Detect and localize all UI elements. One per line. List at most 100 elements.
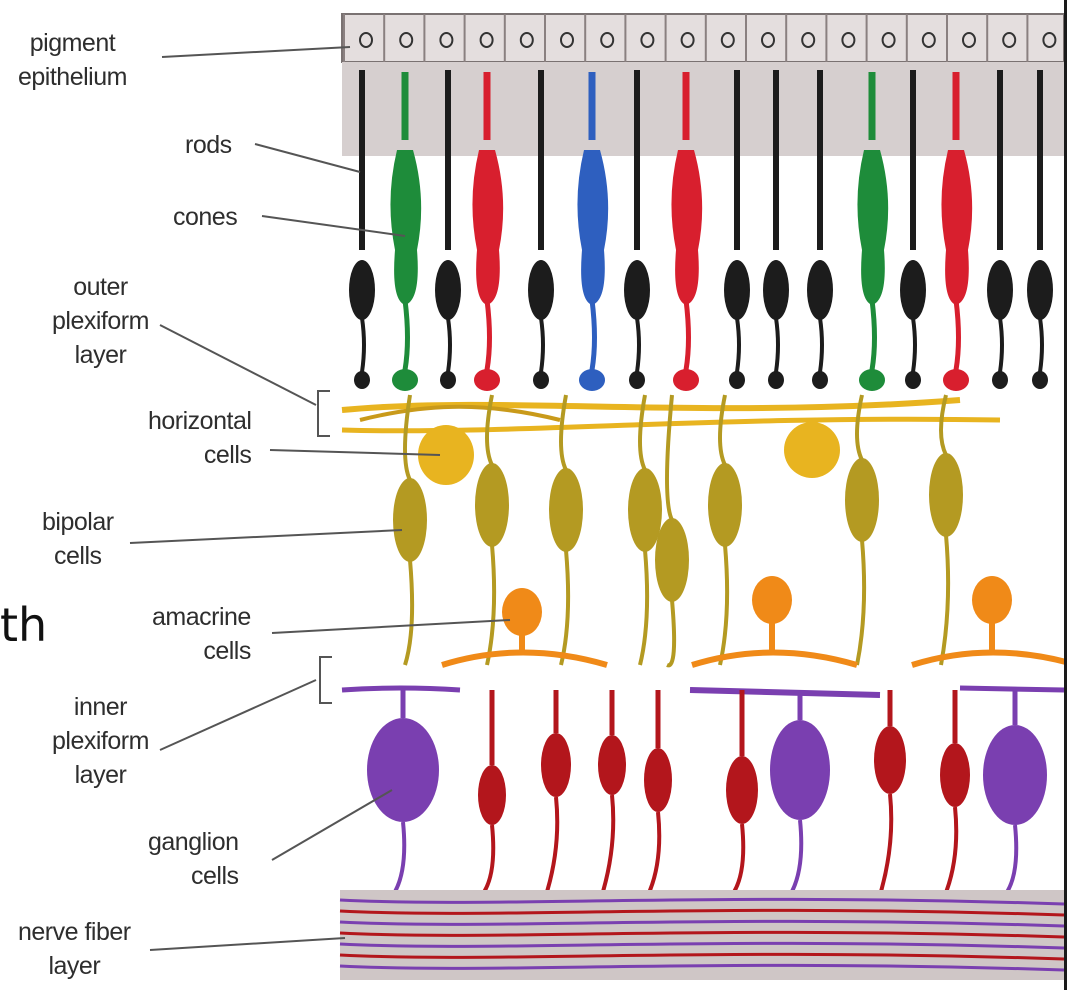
- bipolar-soma: [708, 463, 742, 547]
- rod-terminal: [629, 371, 645, 389]
- label-line: layer: [52, 758, 149, 792]
- ganglion-cell: [541, 690, 571, 895]
- ganglion-soma: [644, 748, 672, 812]
- ganglion-cell: [726, 690, 758, 895]
- label-line: cells: [148, 438, 251, 472]
- label-line: cells: [42, 539, 114, 573]
- rod-terminal: [1032, 371, 1048, 389]
- ganglion-cells-layer: [342, 688, 1064, 895]
- rod-nucleus: [349, 260, 375, 320]
- label-line: amacrine: [152, 600, 251, 634]
- cone-inner-segment: [390, 150, 421, 305]
- cone-pedicle: [673, 369, 699, 391]
- bipolar-axon: [941, 535, 948, 665]
- label-pigment-epithelium: pigment epithelium: [18, 26, 127, 94]
- amacrine-cell: [442, 588, 607, 665]
- bipolar-soma: [845, 458, 879, 542]
- bracket-outer-plexiform: [318, 391, 330, 436]
- ganglion-soma: [598, 735, 626, 795]
- leader-cones: [262, 216, 405, 236]
- rod-nucleus: [528, 260, 554, 320]
- ganglion-axon: [790, 820, 801, 895]
- pigment-epithelium-band: [342, 14, 1064, 62]
- bipolar-cell: [655, 395, 689, 665]
- rod-terminal: [354, 371, 370, 389]
- rod-terminal: [768, 371, 784, 389]
- rod-nucleus: [1027, 260, 1053, 320]
- label-nerve-fiber: nerve fiber layer: [18, 915, 131, 983]
- rod-nucleus: [807, 260, 833, 320]
- leader-horizontal: [270, 450, 440, 455]
- rod-nucleus: [624, 260, 650, 320]
- bipolar-axon: [561, 550, 568, 665]
- bipolar-soma: [929, 453, 963, 537]
- bipolar-cells-layer: [393, 395, 963, 665]
- bipolar-soma: [549, 468, 583, 552]
- label-line: cells: [148, 859, 239, 893]
- label-line: pigment: [18, 26, 127, 60]
- bipolar-soma: [475, 463, 509, 547]
- leader-nerve-fiber: [150, 938, 345, 950]
- cone-axon: [592, 300, 595, 370]
- bipolar-cell: [549, 395, 583, 665]
- rod-nucleus: [900, 260, 926, 320]
- cone-pedicle: [859, 369, 885, 391]
- leader-amacrine: [272, 620, 510, 633]
- ganglion-dendrite: [342, 688, 460, 690]
- rod-nucleus: [987, 260, 1013, 320]
- rod-axon: [913, 318, 915, 372]
- ganglion-cell: [983, 690, 1047, 895]
- bipolar-cell: [929, 395, 963, 665]
- rod-terminal: [905, 371, 921, 389]
- amacrine-cell: [912, 576, 1067, 665]
- label-line: plexiform: [52, 304, 149, 338]
- ganglion-axon: [732, 824, 743, 895]
- label-line: epithelium: [18, 60, 127, 94]
- ganglion-soma: [726, 756, 758, 824]
- ganglion-cell: [940, 690, 970, 895]
- cone-inner-segment: [577, 150, 608, 305]
- slide-text-fragment: th: [0, 598, 47, 652]
- cone-axon: [956, 300, 959, 370]
- ganglion-cell: [598, 690, 626, 895]
- bipolar-soma: [393, 478, 427, 562]
- label-horizontal: horizontal cells: [148, 404, 251, 472]
- label-line: horizontal: [148, 404, 251, 438]
- label-bipolar: bipolar cells: [42, 505, 114, 573]
- bipolar-axon: [667, 600, 674, 665]
- ganglion-soma: [983, 725, 1047, 825]
- label-outer-plexiform: outer plexiform layer: [52, 270, 149, 372]
- rod-terminal: [992, 371, 1008, 389]
- leader-bipolar: [130, 530, 402, 543]
- cone-inner-segment: [671, 150, 702, 305]
- label-line: inner: [52, 690, 149, 724]
- bipolar-soma: [628, 468, 662, 552]
- label-line: outer: [52, 270, 149, 304]
- bipolar-cell: [628, 395, 662, 665]
- bipolar-cell: [845, 395, 879, 665]
- rod-terminal: [440, 371, 456, 389]
- ganglion-axon: [880, 794, 891, 895]
- cone-inner-segment: [472, 150, 503, 305]
- label-line: plexiform: [52, 724, 149, 758]
- ganglion-axon: [945, 807, 956, 895]
- rod-axon: [362, 318, 364, 372]
- bipolar-cell: [708, 395, 742, 665]
- ganglion-soma: [770, 720, 830, 820]
- label-inner-plexiform: inner plexiform layer: [52, 690, 149, 792]
- bipolar-dendrite: [667, 395, 672, 520]
- ganglion-soma: [940, 743, 970, 807]
- ganglion-axon: [546, 797, 557, 895]
- rod-nucleus: [763, 260, 789, 320]
- label-line: cones: [173, 200, 237, 234]
- rod-terminal: [729, 371, 745, 389]
- leader-inner-plexiform: [160, 680, 316, 750]
- label-line: ganglion: [148, 825, 239, 859]
- ganglion-cell: [478, 690, 506, 895]
- bipolar-axon: [720, 545, 727, 665]
- label-line: layer: [18, 949, 131, 983]
- cone-pedicle: [943, 369, 969, 391]
- ganglion-cell: [874, 690, 906, 895]
- cone-axon: [686, 300, 689, 370]
- bipolar-axon: [487, 545, 494, 665]
